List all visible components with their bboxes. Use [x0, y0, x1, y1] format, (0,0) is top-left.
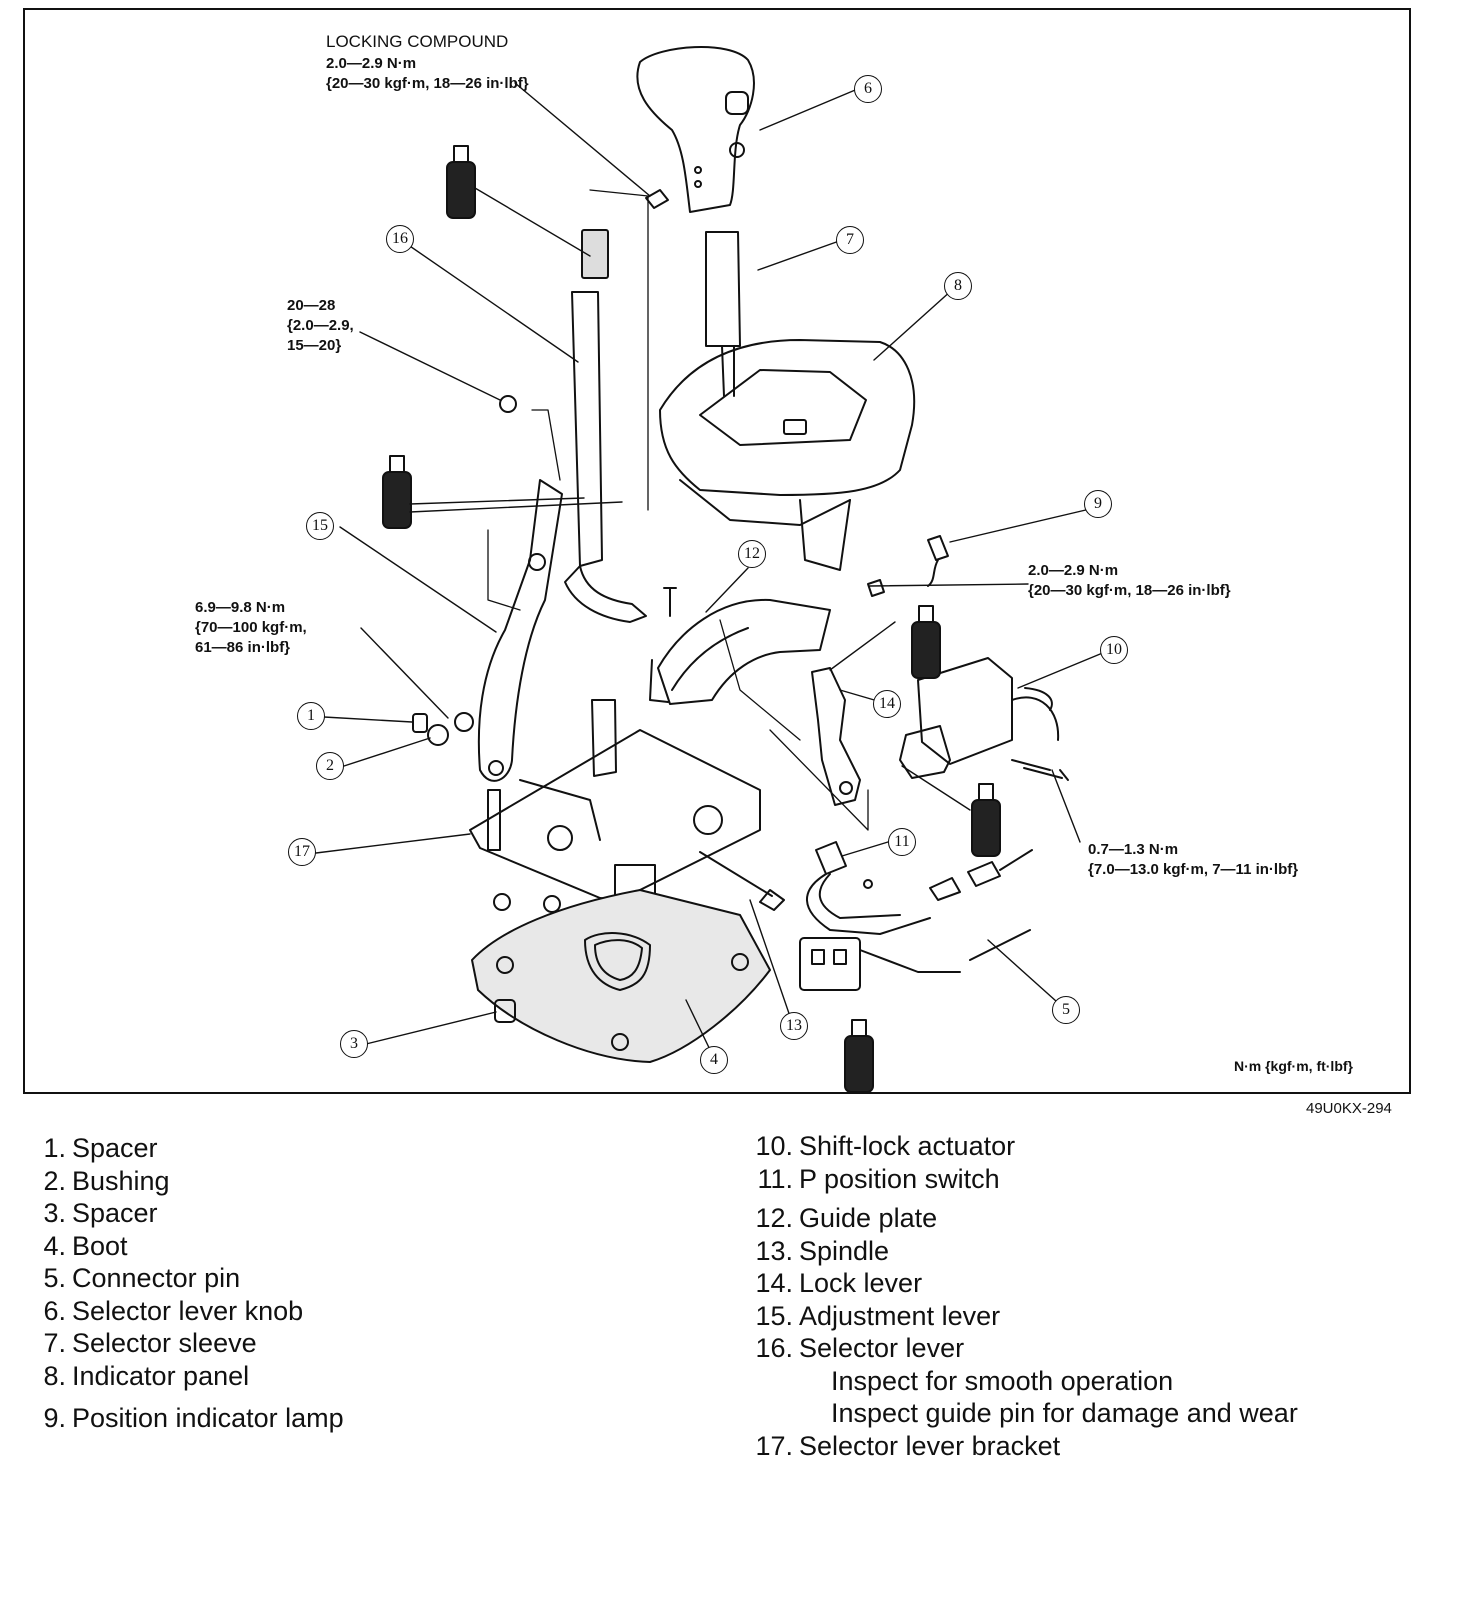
shifter-boot — [471, 889, 771, 1063]
locking-compound-bottles — [382, 145, 1001, 1093]
callout-14: 14 — [873, 690, 901, 718]
legend-item-3: 3.Spacer — [43, 1198, 158, 1228]
selector-lever-bracket — [469, 699, 761, 901]
selector-lever-knob — [636, 46, 755, 213]
callout-6: 6 — [854, 75, 882, 103]
callout-8: 8 — [944, 272, 972, 300]
lock-lever — [811, 667, 861, 806]
torque-knob-nm: 2.0—2.9 N·m — [326, 55, 417, 72]
legend-item-9: 9.Position indicator lamp — [43, 1403, 344, 1433]
bushing-part — [427, 724, 449, 746]
assembly-guide-lines — [487, 189, 869, 831]
torque-knob-alt: {20—30 kgf·m, 18—26 in·lbf} — [326, 75, 529, 92]
connector-pin — [969, 929, 1031, 961]
legend-item-12: 12.Guide plate — [755, 1203, 938, 1233]
exploded-view-drawing — [315, 46, 1106, 1093]
legend-item-2: 2.Bushing — [43, 1165, 170, 1196]
callout-10: 10 — [1100, 636, 1128, 664]
screws — [493, 189, 1069, 911]
callout-4: 4 — [700, 1046, 728, 1074]
callout-15: 15 — [306, 512, 334, 540]
adjustment-lever — [477, 479, 563, 782]
shift-lock-actuator — [899, 657, 1060, 779]
indicator-panel — [659, 339, 916, 571]
locking-compound-label: LOCKING COMPOUND — [326, 32, 509, 51]
position-indicator-lamp — [927, 535, 949, 587]
legend-item-6: 6.Selector lever knob — [43, 1295, 304, 1326]
legend-item-4: 4.Boot — [43, 1230, 128, 1261]
callout-11: 11 — [888, 828, 916, 856]
callout-12: 12 — [738, 540, 766, 568]
torque-lamp-alt: {20—30 kgf·m, 18—26 in·lbf} — [1028, 582, 1231, 599]
legend-note-smooth-operation: Inspect for smooth operation — [831, 1365, 1174, 1396]
torque-lever-line-1: 20—28 — [287, 297, 336, 314]
spacer-part — [494, 999, 516, 1023]
callout-9: 9 — [1084, 490, 1112, 518]
torque-lever-line-2: {2.0—2.9, — [287, 317, 354, 334]
legend-item-1: 1.Spacer — [43, 1133, 158, 1163]
callout-17: 17 — [288, 838, 316, 866]
legend-item-13: 13.Spindle — [755, 1235, 890, 1266]
callout-13: 13 — [780, 1012, 808, 1040]
guide-plate — [649, 598, 831, 705]
torque-actuator-nm: 0.7—1.3 N·m — [1088, 841, 1179, 858]
legend-item-5: 5.Connector pin — [43, 1263, 241, 1293]
callout-2: 2 — [316, 752, 344, 780]
legend-item-14: 14.Lock lever — [755, 1268, 923, 1298]
torque-bushing-line-2: {70—100 kgf·m, — [195, 619, 307, 636]
legend-item-15: 15.Adjustment lever — [755, 1300, 1001, 1331]
torque-lever-line-3: 15—20} — [287, 337, 342, 354]
selector-lever — [564, 229, 647, 623]
unit-label: N·m {kgf·m, ft·lbf} — [1234, 1058, 1353, 1074]
legend-item-10: 10.Shift-lock actuator — [755, 1131, 1016, 1161]
p-position-switch — [799, 841, 1033, 991]
callout-1: 1 — [297, 702, 325, 730]
torque-actuator-alt: {7.0—13.0 kgf·m, 7—11 in·lbf} — [1088, 861, 1299, 878]
selector-sleeve — [705, 231, 741, 397]
callout-7: 7 — [836, 226, 864, 254]
parts-legend-right: 10.Shift-lock actuator 11.P position swi… — [743, 1130, 1298, 1462]
callout-16: 16 — [386, 225, 414, 253]
callout-5: 5 — [1052, 996, 1080, 1024]
legend-item-7: 7.Selector sleeve — [43, 1328, 257, 1358]
figure-code: 49U0KX-294 — [1306, 1100, 1392, 1117]
torque-lamp-nm: 2.0—2.9 N·m — [1028, 562, 1119, 579]
legend-item-11: 11.P position switch — [757, 1163, 1000, 1194]
torque-bushing-line-1: 6.9—9.8 N·m — [195, 599, 286, 616]
parts-legend-left: 1.Spacer 2.Bushing 3.Spacer 4.Boot 5.Con… — [26, 1132, 344, 1435]
callout-3: 3 — [340, 1030, 368, 1058]
legend-item-17: 17.Selector lever bracket — [755, 1430, 1061, 1461]
spacer-1-part — [412, 713, 428, 733]
spindle — [699, 851, 785, 911]
legend-item-8: 8.Indicator panel — [43, 1360, 250, 1391]
legend-note-guide-pin: Inspect guide pin for damage and wear — [831, 1398, 1298, 1428]
torque-bushing-line-3: 61—86 in·lbf} — [195, 639, 291, 656]
legend-item-16: 16.Selector lever — [755, 1333, 965, 1363]
